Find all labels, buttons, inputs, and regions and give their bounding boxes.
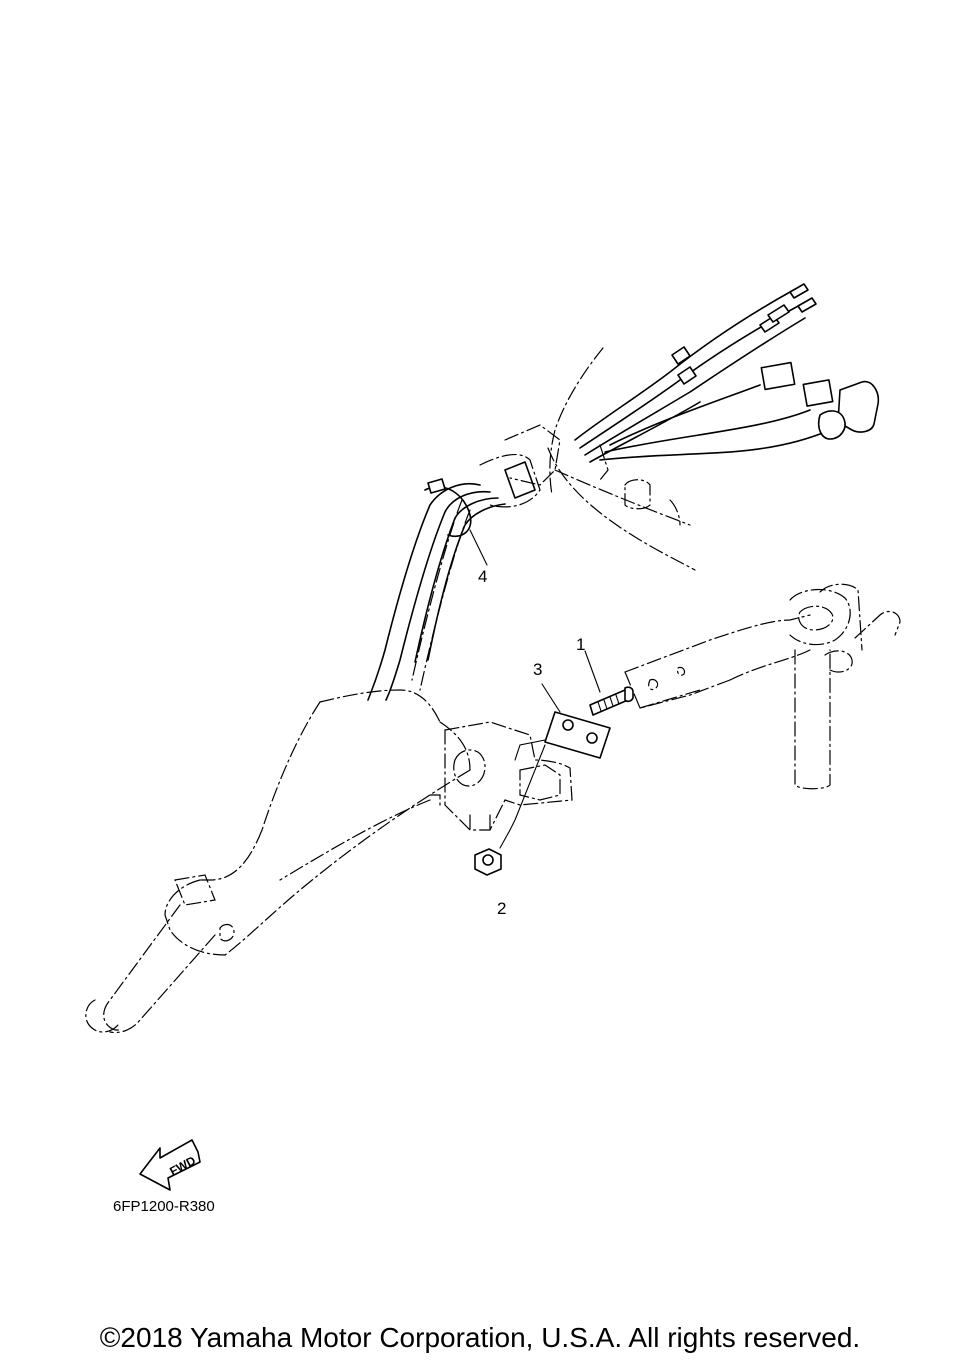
- wire-harness: [367, 453, 541, 701]
- callout-2: 2: [497, 899, 506, 918]
- tiller-handle: [85, 689, 471, 1034]
- callout-4: 4: [478, 567, 487, 586]
- leader-lines: [469, 529, 601, 849]
- steering-bracket: [429, 721, 573, 831]
- part-washer-plate: [544, 711, 611, 759]
- steering-arm: [624, 583, 901, 790]
- part-nut: [474, 848, 502, 876]
- part-bolt: [589, 686, 634, 716]
- diagram-code: 6FP1200-R380: [113, 1198, 215, 1215]
- callout-3: 3: [533, 660, 542, 679]
- cable-connectors: [574, 283, 880, 463]
- callout-1: 1: [576, 635, 585, 654]
- copyright-notice: ©2018 Yamaha Motor Corporation, U.S.A. A…: [99, 1322, 861, 1353]
- fwd-arrow-icon: FWD: [139, 1139, 201, 1191]
- upper-bracket: [504, 347, 696, 571]
